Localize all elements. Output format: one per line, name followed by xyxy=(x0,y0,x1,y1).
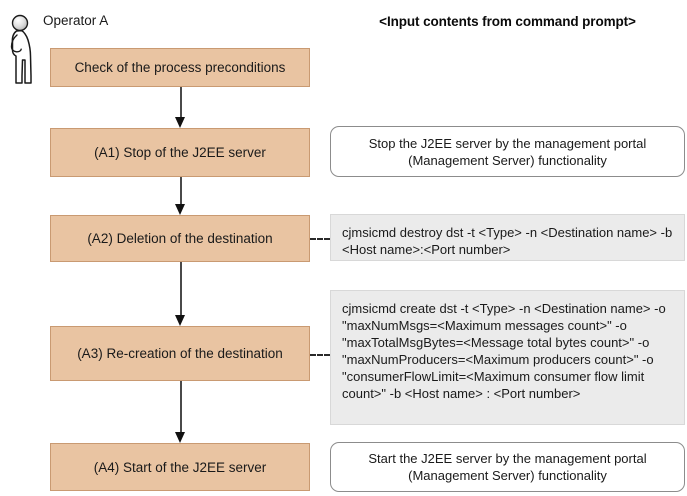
process-box-a4-start-j2ee[interactable]: (A4) Start of the J2EE server xyxy=(50,443,310,491)
command-note-a2-destroy-dst: cjmsicmd destroy dst -t <Type> -n <Desti… xyxy=(330,214,685,261)
flow-arrow-precondition-to-a1 xyxy=(174,87,185,128)
arrow-shaft xyxy=(180,262,182,317)
arrow-shaft xyxy=(180,381,182,434)
process-box-precondition[interactable]: Check of the process preconditions xyxy=(50,48,310,87)
process-box-a3-recreate-destination[interactable]: (A3) Re-creation of the destination xyxy=(50,326,310,381)
note-a1-management-portal: Stop the J2EE server by the management p… xyxy=(330,126,685,177)
actor-label: Operator A xyxy=(43,13,109,28)
arrow-head-icon xyxy=(174,117,185,128)
flow-arrow-a2-to-a3 xyxy=(174,262,185,326)
flow-arrow-a1-to-a2 xyxy=(174,177,185,215)
column-header-input-contents: <Input contents from command prompt> xyxy=(379,14,636,29)
process-box-a1-stop-j2ee[interactable]: (A1) Stop of the J2EE server xyxy=(50,128,310,177)
flow-arrow-a3-to-a4 xyxy=(174,381,185,443)
command-note-a3-create-dst: cjmsicmd create dst -t <Type> -n <Destin… xyxy=(330,290,685,425)
person-standing-icon xyxy=(4,14,40,86)
arrow-shaft xyxy=(180,87,182,119)
arrow-head-icon xyxy=(174,432,185,443)
dashed-connector-a2-to-command xyxy=(310,238,330,240)
dashed-connector-a3-to-command xyxy=(310,354,330,356)
arrow-shaft xyxy=(180,177,182,206)
process-box-a2-delete-destination[interactable]: (A2) Deletion of the destination xyxy=(50,215,310,262)
note-a4-management-portal: Start the J2EE server by the management … xyxy=(330,442,685,492)
arrow-head-icon xyxy=(174,315,185,326)
arrow-head-icon xyxy=(174,204,185,215)
